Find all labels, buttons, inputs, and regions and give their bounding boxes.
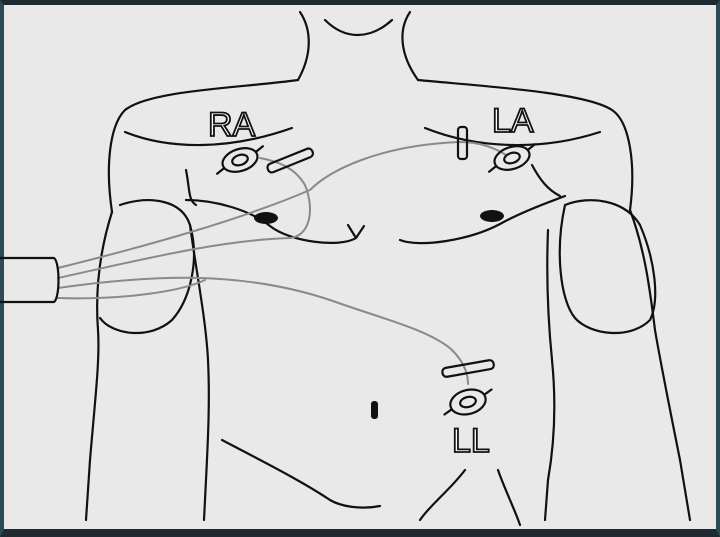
- right-upper-arm-line: [560, 200, 655, 333]
- right-flank-line: [498, 470, 520, 525]
- neck-front-line: [325, 20, 392, 35]
- sternum-notch: [348, 225, 364, 238]
- left-abdomen-line: [222, 440, 380, 508]
- ra-electrode-snap: [212, 142, 268, 179]
- electrode-ll: LL: [440, 360, 496, 460]
- electrode-ra: RA: [208, 106, 314, 178]
- ll-electrode-snap: [440, 384, 496, 421]
- la-label: LA: [492, 102, 534, 140]
- lead-wires: [58, 142, 506, 384]
- ll-label: LL: [452, 422, 490, 460]
- right-arm-inner-line: [545, 230, 554, 520]
- right-arm-outer-line: [630, 210, 690, 520]
- body-landmarks: [254, 210, 504, 419]
- right-abdomen-line: [420, 470, 465, 520]
- ra-label: RA: [208, 106, 256, 144]
- neck-left-line: [298, 12, 309, 80]
- right-pec-line: [532, 165, 560, 196]
- left-upper-arm-line: [100, 200, 194, 333]
- neck-right-line: [402, 12, 418, 80]
- spare-wire: [58, 280, 205, 298]
- navel: [371, 401, 378, 419]
- torso-outline: [86, 12, 690, 525]
- la-wire: [58, 142, 506, 268]
- electrode-la: LA: [458, 102, 540, 176]
- right-nipple: [480, 210, 504, 222]
- ll-tape-strip: [442, 360, 495, 378]
- cable-plug-outline: [0, 258, 59, 302]
- left-nipple: [254, 212, 278, 224]
- ecg-cable-connector: [0, 258, 59, 302]
